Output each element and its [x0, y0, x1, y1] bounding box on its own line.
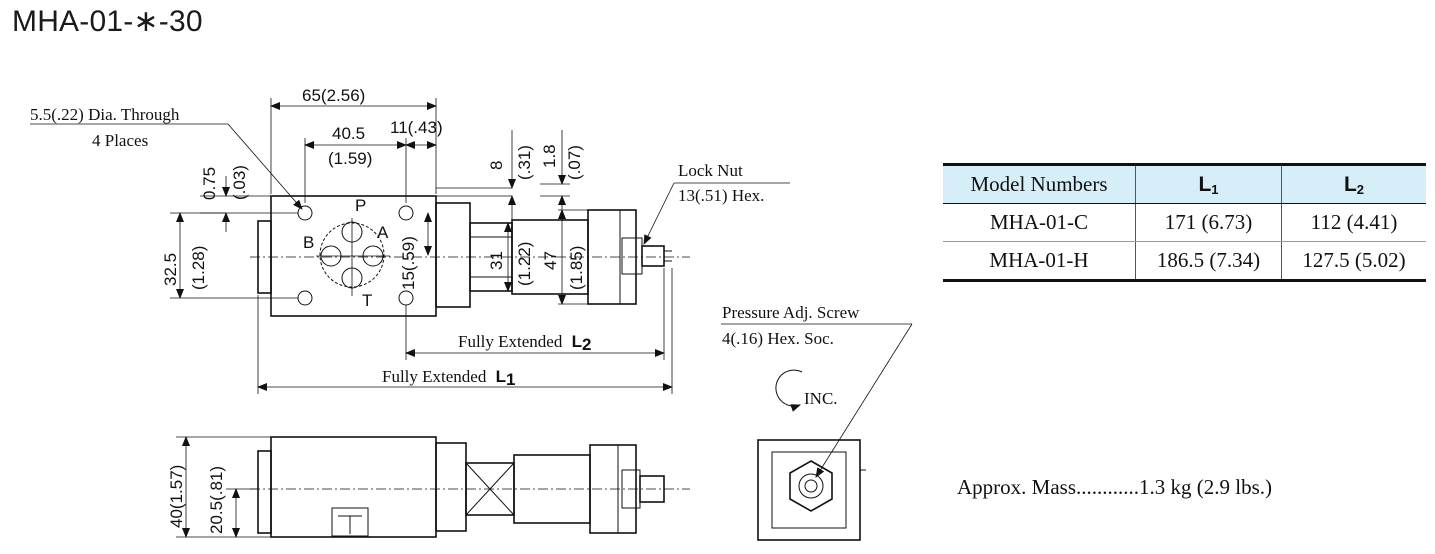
dim-1-59-label: (1.59): [328, 149, 372, 168]
dim-l2-sub: 2: [582, 335, 591, 354]
port-b-label: B: [303, 233, 314, 252]
dim-40-5-label: 40.5: [332, 124, 365, 143]
dim-31: 31 (1.22): [487, 222, 534, 292]
dim-0-75: 0.75 (.03): [200, 165, 298, 232]
dim-0-03-label: (.03): [230, 165, 249, 200]
table-row: MHA-01-C 171 (6.73) 112 (4.41): [943, 203, 1426, 242]
dim-15: 15(.59): [399, 212, 432, 290]
cell-l1: 186.5 (7.34): [1135, 241, 1282, 282]
end-view: [757, 439, 866, 541]
dim-l2: Fully Extended L2: [405, 268, 665, 360]
dim-1-22-label: (1.22): [515, 242, 534, 286]
dim-l1: Fully Extended L1: [257, 268, 673, 394]
adapter-block: [435, 202, 471, 308]
screw-hex-label: 4(.16) Hex. Soc.: [722, 329, 834, 348]
dim-l1-symbol: L: [496, 367, 506, 386]
dim-1-28-label: (1.28): [189, 246, 208, 290]
dim-32-5: 32.5 (1.28): [161, 212, 298, 299]
dim-l2-symbol: L: [572, 332, 582, 351]
page-title: MHA-01-∗-30: [12, 5, 203, 38]
dim-20-5: 20.5(.81): [207, 466, 258, 538]
screw-label: Pressure Adj. Screw: [722, 303, 860, 322]
cell-l2: 112 (4.41): [1281, 203, 1426, 242]
svg-text:Fully Extended L1: Fully Extended L1: [382, 367, 515, 389]
header-l1: L1: [1135, 163, 1282, 204]
dim-l2-text: Fully Extended: [458, 332, 563, 351]
dim-0-31-label: (.31): [515, 145, 534, 180]
dim-11-label: 11(.43): [390, 118, 443, 137]
dim-20-5-label: 20.5(.81): [207, 466, 226, 534]
dim-l1-sub: 1: [506, 370, 515, 389]
table-header-row: Model Numbers L1 L2: [943, 163, 1426, 204]
dim-40-5: 40.5 (1.59): [304, 124, 407, 203]
screw-callout: Pressure Adj. Screw 4(.16) Hex. Soc.: [721, 303, 913, 478]
dim-31-label: 31: [487, 251, 506, 270]
dim-32-5-label: 32.5: [161, 253, 180, 286]
lock-nut-label: Lock Nut: [678, 161, 743, 180]
front-view: [250, 436, 690, 538]
dim-8-label: 8: [487, 161, 506, 170]
cell-model: MHA-01-H: [943, 241, 1136, 282]
adjust-screw: [641, 245, 665, 267]
svg-text:Fully Extended L2: Fully Extended L2: [458, 332, 591, 354]
dim-1-8-label: 1.8: [540, 144, 559, 168]
port-p-label: P: [355, 196, 366, 215]
cell-model: MHA-01-C: [943, 203, 1136, 242]
dim-15-label: 15(.59): [399, 236, 418, 290]
lock-nut-hex-label: 13(.51) Hex.: [678, 186, 764, 205]
approx-mass: Approx. Mass............1.3 kg (2.9 lbs.…: [957, 475, 1272, 499]
cell-l1: 171 (6.73): [1135, 203, 1282, 242]
dim-40-label: 40(1.57): [167, 465, 186, 528]
top-view: P A B T: [250, 195, 690, 317]
hole-callout-line1: 5.5(.22) Dia. Through: [30, 105, 180, 124]
inc-rotation-icon: INC.: [775, 369, 838, 412]
dim-1-85-label: (1.85): [567, 246, 586, 290]
dim-11: 11(.43): [390, 118, 443, 149]
port-a-label: A: [377, 223, 389, 242]
dim-40: 40(1.57): [167, 436, 271, 538]
dim-1-8: 1.8 (.07): [540, 130, 584, 215]
dim-65-label: 65(2.56): [302, 86, 365, 105]
header-l2: L2: [1281, 163, 1426, 204]
dim-47-label: 47: [541, 251, 560, 270]
cell-l2: 127.5 (5.02): [1281, 241, 1426, 282]
header-model-numbers: Model Numbers: [943, 163, 1136, 204]
dim-0-75-label: 0.75: [200, 167, 219, 200]
table-row: MHA-01-H 186.5 (7.34) 127.5 (5.02): [943, 241, 1426, 282]
hole-callout: 5.5(.22) Dia. Through 4 Places: [30, 105, 303, 210]
lock-nut-callout: Lock Nut 13(.51) Hex.: [643, 161, 790, 245]
dim-0-07-label: (.07): [565, 145, 584, 180]
model-table: Model Numbers L1 L2 MHA-01-C 171 (6.73) …: [943, 163, 1426, 282]
inc-label: INC.: [804, 389, 838, 408]
hole-callout-line2: 4 Places: [92, 131, 148, 150]
dim-8: 8 (.31): [436, 130, 534, 220]
dim-47: 47 (1.85): [541, 209, 588, 305]
port-t-label: T: [362, 291, 372, 310]
dim-l1-text: Fully Extended: [382, 367, 487, 386]
